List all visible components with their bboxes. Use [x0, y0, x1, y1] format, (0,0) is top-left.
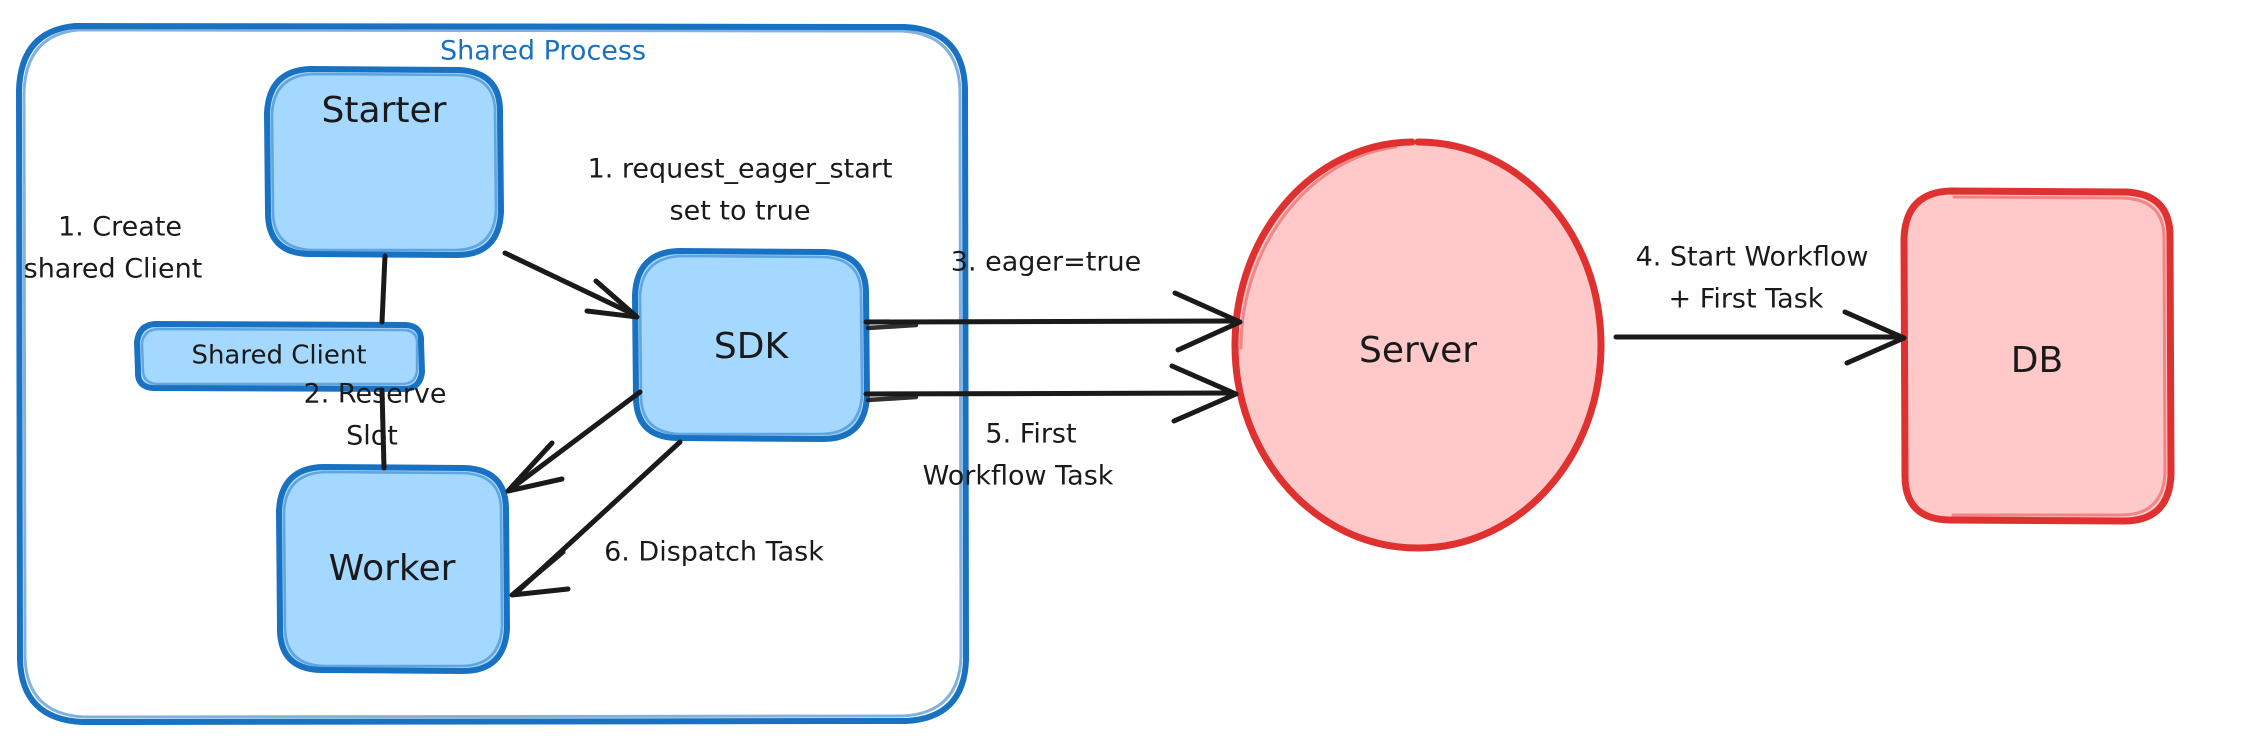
node-shared-client[interactable]: Shared Client [134, 321, 425, 392]
server-label: Server [1359, 330, 1477, 371]
shared-process-border-sketch [22, 28, 963, 719]
start-workflow-label-line1: 4. Start Workflow [1636, 242, 1869, 273]
sdk-box-border [632, 248, 870, 442]
eager-true-arrowhead [1172, 290, 1243, 353]
first-workflow-task-line-sketch [865, 394, 919, 403]
shared-client-box-border-sketch [140, 327, 419, 386]
request-eager-start-arrowhead [584, 278, 640, 320]
server-ellipse-border [1231, 138, 1605, 552]
shared-client-to-worker-line [379, 387, 387, 471]
reserve-slot-line [509, 389, 643, 491]
first-workflow-task-label-line2: Workflow Task [923, 461, 1114, 492]
db-label: DB [2011, 340, 2063, 381]
request-eager-start-label-line1: 1. request_eager_start [588, 154, 893, 185]
shared-process-border [16, 23, 969, 725]
request-eager-start-label-line2: set to true [670, 196, 811, 227]
worker-box-fill [280, 468, 506, 670]
starter-label: Starter [322, 90, 447, 131]
eager-true-label: 3. eager=true [951, 247, 1141, 278]
shared-client-box-border [134, 321, 425, 392]
start-workflow-label-line2: + First Task [1669, 284, 1824, 315]
reserve-slot-arrowhead [505, 440, 565, 494]
sdk-label: SDK [714, 326, 790, 367]
node-server[interactable]: Server [1231, 138, 1605, 552]
shared-process-label: Shared Process [440, 36, 646, 67]
edge-eager-true: 3. eager=true [863, 247, 1243, 353]
shared-client-label: Shared Client [191, 341, 366, 371]
create-shared-client-label-line2: shared Client [24, 254, 203, 285]
db-box-border-sketch [1951, 195, 2167, 517]
edge-reserve-slot: 2. Reserve Slot [304, 379, 643, 494]
eager-true-line [863, 318, 1239, 325]
shared-process-group: Shared Process [16, 23, 969, 725]
server-ellipse-border-sketch [1239, 145, 1398, 350]
worker-label: Worker [329, 548, 456, 589]
create-shared-client-label-line1: 1. Create [58, 212, 182, 243]
worker-box-border-sketch [282, 470, 504, 668]
first-workflow-task-label-line1: 5. First [985, 419, 1076, 450]
node-starter[interactable]: Starter [264, 66, 504, 258]
eager-true-line-sketch [865, 322, 919, 331]
starter-box-border-sketch [270, 72, 498, 252]
request-eager-start-line [502, 250, 636, 317]
edge-first-workflow-task: 5. First Workflow Task [863, 363, 1239, 492]
server-ellipse-fill [1235, 142, 1601, 548]
node-sdk[interactable]: SDK [632, 248, 870, 442]
edge-dispatch-task: 6. Dispatch Task [509, 439, 824, 598]
shared-client-box-fill [138, 325, 421, 388]
node-db[interactable]: DB [1900, 187, 2175, 525]
db-box-fill [1905, 192, 2170, 520]
db-box-border [1900, 187, 2175, 525]
node-worker[interactable]: Worker [276, 464, 510, 674]
first-workflow-task-arrowhead [1169, 363, 1239, 424]
worker-box-border [276, 464, 510, 674]
start-workflow-arrowhead [1842, 309, 1907, 366]
starter-to-shared-client-line [379, 253, 388, 325]
starter-box-fill [268, 70, 500, 254]
sdk-box-border-sketch [638, 254, 864, 436]
reserve-slot-label-line1: 2. Reserve [304, 379, 447, 410]
dispatch-task-label: 6. Dispatch Task [604, 537, 824, 568]
edge-start-workflow-first-task: 4. Start Workflow + First Task [1613, 242, 1907, 366]
edge-request-eager-start: 1. request_eager_start set to true [502, 154, 893, 320]
sdk-box-fill [636, 252, 866, 438]
reserve-slot-label-line2: Slot [346, 421, 398, 452]
first-workflow-task-line [863, 390, 1235, 397]
dispatch-task-arrowhead [509, 549, 571, 598]
edge-create-shared-client: 1. Create shared Client [24, 212, 388, 471]
starter-box-border [264, 66, 504, 258]
